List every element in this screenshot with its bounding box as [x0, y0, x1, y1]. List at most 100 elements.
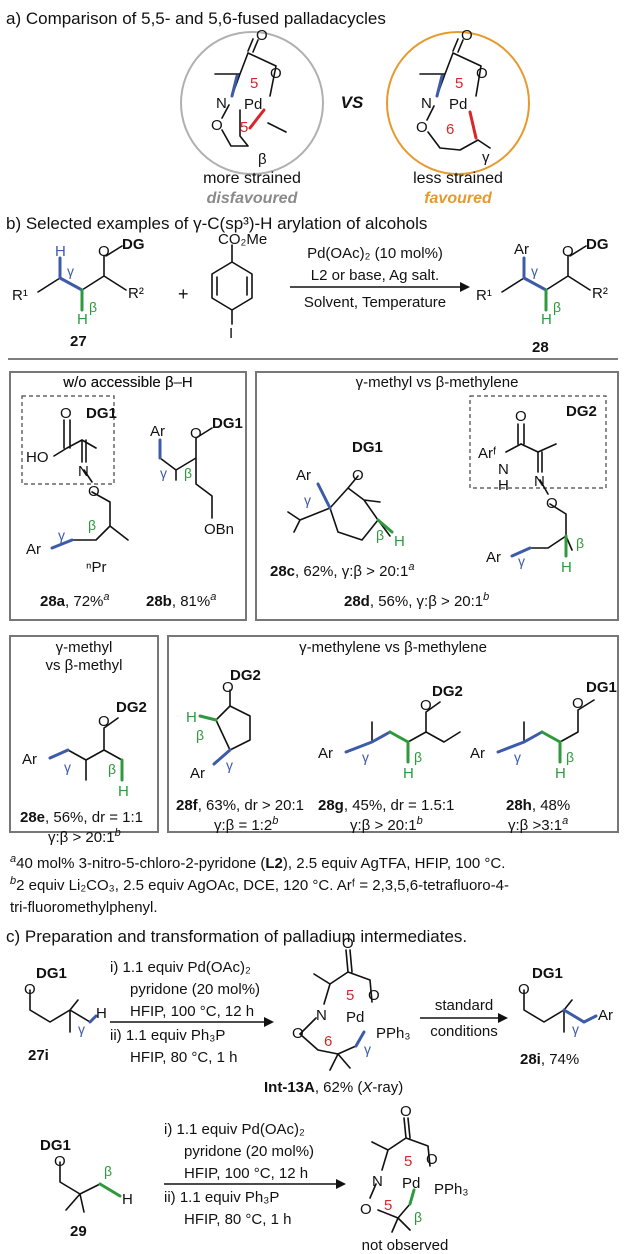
beta-29: β [104, 1163, 112, 1179]
substrate-27i-bonds [29, 989, 91, 1033]
dg2-28e: DG2 [116, 699, 147, 716]
dg1-highlight-box [21, 395, 115, 485]
o-28a: O [88, 483, 100, 500]
gamma-bond-28a [50, 538, 74, 550]
o-28d: O [546, 495, 558, 512]
pd-c-bond-int [354, 1030, 366, 1048]
oxime-o-right: O [416, 119, 428, 136]
ring6-int: 6 [324, 1033, 332, 1050]
gamma-28a: γ [58, 527, 65, 543]
n-oxime-28d: N [534, 473, 545, 490]
beta-28b: β [184, 465, 192, 481]
gamma-28i: γ [572, 1021, 579, 1037]
pd-atom-left: Pd [244, 96, 262, 113]
caption-28i: 28i, 74% [520, 1051, 579, 1068]
right-verdict: favoured [424, 190, 493, 207]
product-28: Ar γ H β R¹ R² O DG 28 [476, 236, 609, 356]
compound-28b: Ar DG1 O γ β OBn [150, 415, 243, 538]
ring-o-int: O [368, 987, 380, 1004]
caption-28f: 28f, 63%, dr > 20:1 [176, 797, 304, 814]
selectivity-28h: γ:β >3:1a [508, 815, 568, 834]
compound-28e: Ar DG2 O γ β H [22, 699, 147, 800]
product-28-bonds [501, 245, 591, 293]
gamma-28g: γ [362, 749, 369, 765]
standard-conditions-2: conditions [430, 1023, 498, 1040]
step1-ligand: pyridone (20 mol%) [130, 981, 260, 998]
palladacycle-55-lower-bonds [221, 104, 249, 147]
carbonyl-right [452, 38, 464, 53]
step2-conditions: HFIP, 80 °C, 1 h [130, 1049, 237, 1066]
caption-28d: 28d, 56%, γ:β > 20:1b [344, 591, 489, 610]
ring-size-6-right: 6 [446, 121, 454, 138]
beta-bond-29 [98, 1182, 122, 1198]
n-atom-left: N [216, 95, 227, 112]
ar-28b: Ar [150, 423, 165, 440]
iodo-atom: I [229, 325, 233, 342]
gamma-28h: γ [514, 749, 521, 765]
h-beta: H [77, 311, 88, 328]
beta-label-left: β [258, 151, 267, 168]
oxime-o-29p: O [360, 1201, 372, 1218]
o-28e: O [98, 713, 110, 730]
dg1-28h: DG1 [586, 679, 617, 696]
n-29p: N [372, 1173, 383, 1190]
o-28i: O [518, 981, 530, 998]
substrate-27i: DG1 O γ H 27i [24, 965, 107, 1064]
beta-28f: β [196, 727, 204, 743]
dg1-28b: DG1 [212, 415, 243, 432]
gamma-c-bond-28 [522, 276, 548, 292]
h-27i: H [96, 1005, 107, 1022]
caption-28b: 28b, 81%a [146, 591, 216, 610]
box2-title: γ-methyl vs β-methylene [356, 374, 519, 391]
beta-28a: β [88, 517, 96, 533]
box4-title: γ-methylene vs β-methylene [299, 639, 487, 656]
section-c-title: c) Preparation and transformation of pal… [6, 927, 467, 946]
left-caption: more strained [203, 170, 301, 187]
ar-28h: Ar [470, 745, 485, 762]
beta-28e: β [108, 761, 116, 777]
step2-reagent-29: ii) 1.1 equiv Ph₃P [164, 1189, 279, 1206]
section-a-title: a) Comparison of 5,5- and 5,6-fused pall… [6, 9, 386, 28]
o-28: O [562, 243, 574, 260]
o-28c: O [352, 467, 364, 484]
dg1-28i: DG1 [532, 965, 563, 982]
pd-c-red-bond-left [248, 108, 266, 130]
ar-28g: Ar [318, 745, 333, 762]
o-29: O [54, 1153, 66, 1170]
aryl-double-bonds [216, 276, 248, 296]
aryl-iodide: CO₂Me I [211, 231, 267, 342]
ring-size-5-bottom-left: 5 [240, 119, 248, 136]
compound-28f-ring [215, 689, 251, 751]
obn-28b: OBn [204, 521, 234, 538]
dg2-highlight-box [469, 395, 607, 489]
carbonyl-o-int: O [342, 935, 354, 952]
h-28c: H [394, 533, 405, 550]
label-28: 28 [532, 339, 549, 356]
ar-28c: Ar [296, 467, 311, 484]
right-caption: less strained [413, 170, 503, 187]
carbonyl-o-28a: O [60, 405, 72, 422]
ring5-bottom-29p: 5 [384, 1197, 392, 1214]
h-28h: H [555, 765, 566, 782]
caption-28g: 28g, 45%, dr = 1.5:1 [318, 797, 454, 814]
o-28g: O [420, 697, 432, 714]
caption-28c: 28c, 62%, γ:β > 20:1a [270, 561, 414, 580]
beta-28g: β [414, 749, 422, 765]
compound-28c: Ar DG1 O γ β H [287, 439, 405, 550]
arrowhead-c2 [498, 1013, 508, 1023]
imine-blue-bond [230, 74, 239, 98]
imine-blue-bond-right [435, 74, 444, 98]
dg1-29: DG1 [40, 1137, 71, 1154]
beta-29p: β [414, 1209, 422, 1225]
gamma-28f: γ [226, 757, 233, 773]
ring-o-right: O [476, 65, 488, 82]
aryl-ring-bonds [211, 244, 253, 325]
beta-27: β [89, 299, 97, 315]
palladacycle-55-bonds [214, 52, 277, 97]
n-28a: N [78, 463, 89, 480]
step1-conditions: HFIP, 100 °C, 12 h [130, 1003, 254, 1020]
beta-28: β [553, 299, 561, 315]
dg1-28a: DG1 [86, 405, 117, 422]
step1-ligand-29: pyridone (20 mol%) [184, 1143, 314, 1160]
gamma-bond-28e [48, 748, 70, 760]
